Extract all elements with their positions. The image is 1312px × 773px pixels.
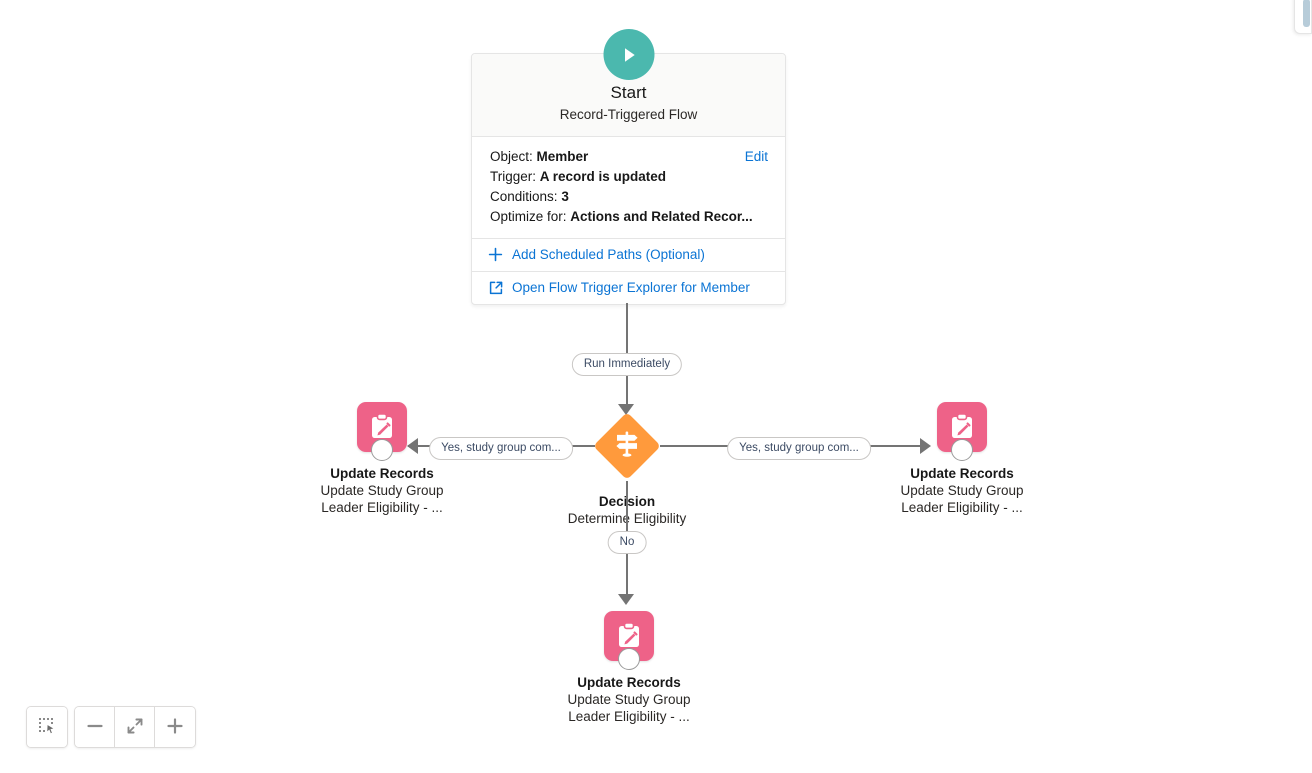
update-records-node-left[interactable]: Update Records Update Study Group Leader… (282, 402, 482, 516)
start-detail-trigger-value: A record is updated (539, 169, 667, 184)
node-type-left: Update Records (330, 466, 434, 481)
update-records-icon (937, 402, 987, 452)
node-name-bottom-line2: Leader Eligibility - ... (568, 709, 690, 724)
node-name-left-line2: Leader Eligibility - ... (321, 500, 443, 515)
start-detail-optimize-label: Optimize for: (490, 209, 567, 224)
start-detail-trigger: Trigger: A record is updated (490, 167, 767, 187)
update-records-icon-wrap-right[interactable] (937, 402, 987, 461)
open-flow-trigger-explorer-label: Open Flow Trigger Explorer for Member (512, 280, 750, 295)
add-scheduled-paths-button[interactable]: Add Scheduled Paths (Optional) (472, 239, 785, 272)
panel-scrollbar[interactable] (1303, 0, 1310, 27)
node-name-right-line2: Leader Eligibility - ... (901, 500, 1023, 515)
decision-diamond[interactable] (593, 412, 661, 480)
minus-icon (85, 716, 105, 739)
start-node-header: Start Record-Triggered Flow (472, 29, 785, 137)
update-records-node-right[interactable]: Update Records Update Study Group Leader… (862, 402, 1062, 516)
start-detail-conditions: Conditions: 3 (490, 187, 767, 207)
node-type-right: Update Records (910, 466, 1014, 481)
zoom-out-button[interactable] (75, 707, 115, 747)
right-side-panel-edge[interactable] (1294, 0, 1312, 34)
play-icon (603, 29, 654, 80)
node-connector-circle-left[interactable] (371, 439, 393, 461)
decision-signpost-icon (610, 427, 644, 466)
start-detail-optimize-value: Actions and Related Recor... (570, 209, 753, 224)
plus-icon (488, 247, 503, 262)
start-detail-object-value: Member (536, 149, 589, 164)
external-link-icon (488, 280, 503, 295)
connector-arrow-left (407, 438, 418, 454)
node-connector-circle-right[interactable] (951, 439, 973, 461)
open-flow-trigger-explorer-button[interactable]: Open Flow Trigger Explorer for Member (472, 272, 785, 304)
start-node-details: Object: Member Trigger: A record is upda… (472, 137, 785, 239)
canvas-toolbar[interactable] (26, 706, 196, 748)
start-detail-object: Object: Member (490, 147, 767, 167)
zoom-controls-group[interactable] (74, 706, 196, 748)
connector-label-branch-left[interactable]: Yes, study group com... (429, 437, 573, 460)
expand-arrows-icon (125, 716, 145, 739)
start-detail-optimize: Optimize for: Actions and Related Recor.… (490, 207, 767, 227)
marquee-select-button[interactable] (27, 707, 67, 747)
connector-label-branch-no[interactable]: No (607, 531, 647, 554)
start-detail-object-label: Object: (490, 149, 533, 164)
update-records-node-bottom[interactable]: Update Records Update Study Group Leader… (529, 611, 729, 725)
node-connector-circle-bottom[interactable] (618, 648, 640, 670)
add-scheduled-paths-label: Add Scheduled Paths (Optional) (512, 247, 705, 262)
edit-start-link[interactable]: Edit (744, 149, 768, 164)
connector-label-branch-right[interactable]: Yes, study group com... (727, 437, 871, 460)
zoom-in-button[interactable] (155, 707, 195, 747)
node-type-bottom: Update Records (577, 675, 681, 690)
start-detail-conditions-label: Conditions: (490, 189, 558, 204)
connector-arrow-bottom (618, 594, 634, 605)
connector-label-run-immediately[interactable]: Run Immediately (571, 353, 683, 376)
update-records-icon (357, 402, 407, 452)
start-title: Start (610, 83, 647, 102)
update-records-icon-wrap-left[interactable] (357, 402, 407, 461)
update-records-icon-wrap-bottom[interactable] (604, 611, 654, 670)
start-subtitle: Record-Triggered Flow (559, 107, 698, 122)
node-name-left-line1: Update Study Group (320, 483, 444, 498)
fit-to-view-button[interactable] (115, 707, 155, 747)
select-mode-group[interactable] (26, 706, 68, 748)
node-name-right-line1: Update Study Group (900, 483, 1024, 498)
update-records-icon (604, 611, 654, 661)
start-detail-conditions-value: 3 (561, 189, 569, 204)
connector-arrow-start-to-decision (618, 404, 634, 415)
plus-icon (165, 716, 185, 739)
start-detail-trigger-label: Trigger: (490, 169, 537, 184)
start-node[interactable]: Start Record-Triggered Flow Object: Memb… (471, 29, 786, 305)
marquee-select-icon (37, 716, 57, 739)
connector-arrow-right (920, 438, 931, 454)
node-name-bottom-line1: Update Study Group (567, 692, 691, 707)
